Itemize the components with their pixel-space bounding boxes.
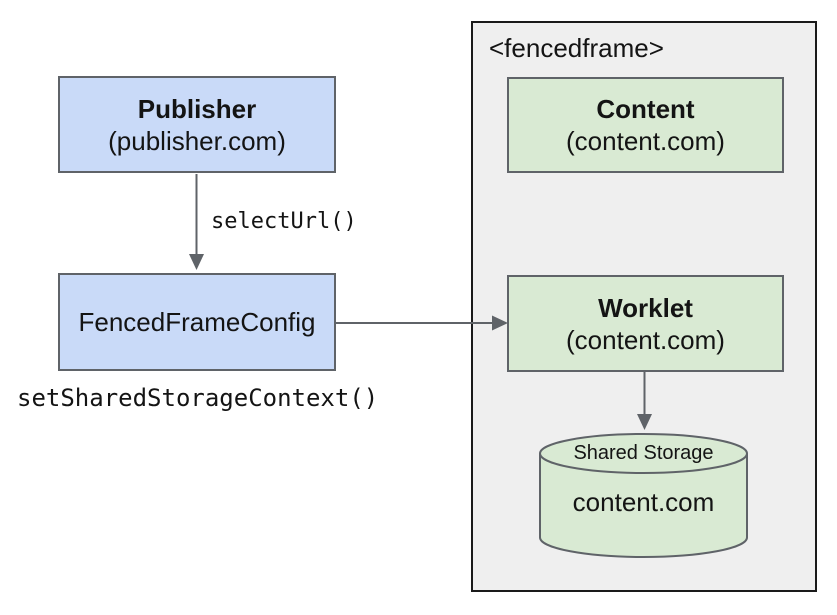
publisher-node: Publisher (publisher.com) bbox=[58, 76, 336, 173]
content-node: Content (content.com) bbox=[507, 77, 784, 173]
worklet-node: Worklet (content.com) bbox=[507, 275, 784, 372]
worklet-to-storage-arrow-head bbox=[637, 414, 652, 430]
select-url-label: selectUrl() bbox=[211, 209, 357, 234]
publisher-to-config-arrow-head bbox=[189, 254, 204, 270]
shared-storage-cylinder-top bbox=[539, 433, 748, 474]
shared-storage-subtitle: content.com bbox=[572, 487, 715, 517]
fencedframe-label: <fencedframe> bbox=[489, 33, 664, 63]
fenced-frame-config-node: FencedFrameConfig bbox=[58, 273, 336, 371]
fenced-frame-config-title: FencedFrameConfig bbox=[78, 307, 316, 337]
shared-storage-title: Shared Storage bbox=[573, 442, 714, 464]
publisher-subtitle: (publisher.com) bbox=[108, 125, 286, 156]
shared-storage-cylinder-body bbox=[539, 453, 748, 558]
content-title: Content bbox=[596, 94, 695, 124]
publisher-title: Publisher bbox=[137, 93, 257, 124]
worklet-title: Worklet bbox=[598, 292, 693, 323]
set-shared-storage-context-label: setSharedStorageContext() bbox=[17, 384, 379, 412]
worklet-subtitle: (content.com) bbox=[566, 324, 725, 355]
config-to-worklet-arrow-head bbox=[492, 315, 508, 331]
content-subtitle: (content.com) bbox=[566, 126, 725, 156]
